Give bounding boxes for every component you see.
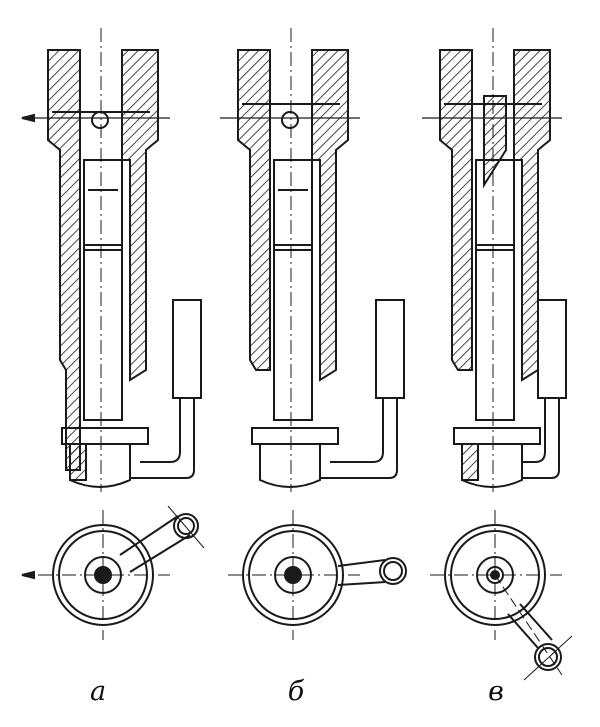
control-rod (172, 299, 202, 399)
plan-view-v (430, 510, 573, 681)
control-rod (375, 299, 405, 399)
plunger (83, 159, 123, 421)
control-rod (537, 299, 567, 399)
view-a (21, 28, 205, 640)
view-b (220, 28, 407, 640)
caption-b: б (287, 676, 305, 707)
barrel-wall-right (513, 49, 551, 382)
plan-view-b (228, 510, 407, 640)
plunger (273, 159, 313, 421)
collar (61, 427, 149, 445)
collar (453, 427, 541, 445)
view-v (422, 28, 573, 681)
barrel-wall-left (439, 49, 473, 371)
barrel-wall-right (311, 49, 349, 382)
plan-view-a (21, 505, 205, 640)
caption-a: а (89, 676, 107, 707)
barrel-wall-right (121, 49, 159, 382)
collar (251, 427, 339, 445)
caption-v: в (488, 676, 504, 707)
barrel-wall-left (237, 49, 271, 371)
helix-cut (483, 95, 507, 189)
plunger (475, 159, 515, 421)
